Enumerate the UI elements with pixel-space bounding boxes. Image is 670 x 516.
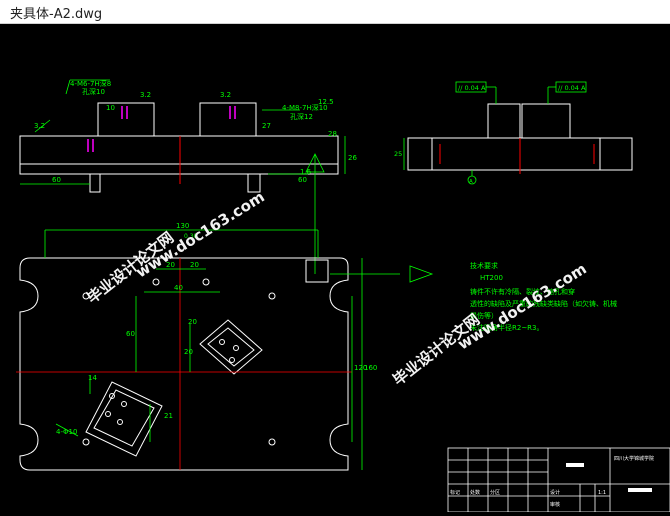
dim-text-26: 26 — [348, 154, 357, 162]
side-boss-right — [521, 103, 571, 139]
dim-text-hole-callout-right: 4-M8-7H深10 — [282, 103, 328, 112]
arrow-up — [305, 153, 325, 173]
slot-lower-left — [85, 381, 163, 457]
watermark-2: www.doc163.com — [133, 188, 268, 282]
plan-view — [19, 257, 349, 471]
tb-role1: 标记 — [450, 489, 460, 496]
front-dimensions — [20, 79, 346, 274]
tol-text-right: // 0.04 A — [558, 84, 586, 92]
dim-text-3-2-c: 3.2 — [220, 91, 231, 99]
hole-8 — [121, 401, 127, 407]
dim-text-21: 21 — [164, 412, 173, 420]
tech-notes: 技术要求 HT200 铸件不许有冷隔、裂纹、缩孔和穿 透性的缺陷及严重的残缺类缺… — [470, 261, 617, 332]
front-base-step-right — [247, 174, 261, 193]
hole-10 — [117, 419, 123, 425]
hole-6 — [268, 438, 276, 446]
dim-text-28: 28 — [328, 130, 337, 138]
tb-school: 四川大学锦城学院 — [614, 455, 654, 462]
hole-2 — [202, 278, 210, 286]
hole-5 — [82, 438, 90, 446]
plan-dim-texts: 130 0.30 20 20 40 60 20 20 14 21 120 160… — [56, 222, 377, 436]
dim-text-phi: 4-Φ10 — [56, 428, 77, 436]
front-view-base — [19, 135, 339, 175]
section-arrow — [409, 265, 434, 283]
dim-text-27: 27 — [262, 122, 271, 130]
plan-outline — [19, 257, 349, 471]
dim-text-40: 40 — [174, 284, 183, 292]
hole-12 — [233, 345, 239, 351]
window-title: 夹具体-A2.dwg — [10, 7, 103, 22]
window-titlebar: 夹具体-A2.dwg — [0, 0, 670, 24]
notes-material: HT200 — [480, 274, 503, 282]
front-dim-texts: 4-M6-7H深8 孔深10 10 3.2 3.2 3.2 60 26 4-M8… — [34, 79, 357, 184]
notes-line3: 损伤等） — [470, 311, 498, 320]
hole-1 — [152, 278, 160, 286]
tb-role4: 设计 — [550, 489, 560, 496]
datum-circle — [467, 175, 477, 185]
plan-dimensions — [44, 229, 434, 470]
tol-text-left: // 0.04 A — [458, 84, 486, 92]
notes-line2: 透性的缺陷及严重的残缺类缺陷（如欠铸、机械 — [470, 299, 617, 308]
plan-small-square — [305, 259, 329, 283]
dim-text-20-c: 20 — [188, 318, 197, 326]
right-boss — [199, 102, 257, 137]
dim-text-20-d: 20 — [184, 348, 193, 356]
dim-text-60-v: 60 — [126, 330, 135, 338]
dim-text-20-a: 20 — [166, 261, 175, 269]
notes-line4: 未注圆角半径R2~R3。 — [470, 323, 544, 332]
notes-heading: 技术要求 — [470, 261, 498, 270]
tb-scale: 1:1 — [598, 490, 606, 496]
hole-9 — [105, 411, 111, 417]
title-block-fills — [566, 463, 652, 492]
tb-part-name-block — [628, 488, 652, 492]
dim-text-1-6: 1.6 — [300, 168, 312, 176]
dim-text-0-30: 0.30 — [184, 233, 198, 240]
dim-text-130: 130 — [176, 222, 189, 230]
dim-text-3-2-a: 3.2 — [34, 122, 45, 130]
left-boss — [97, 102, 155, 137]
tb-role2: 处数 — [470, 489, 480, 496]
front-view — [19, 102, 339, 193]
dim-text-20-b: 20 — [190, 261, 199, 269]
dim-text-hole-sub-right: 孔深12 — [290, 112, 313, 121]
dim-text-120: 120 — [354, 364, 367, 372]
cad-drawing-canvas[interactable]: 4-M6-7H深8 孔深10 10 3.2 3.2 3.2 60 26 4-M8… — [0, 24, 670, 513]
title-block-texts: 四川大学锦城学院 1:1 标记 处数 分区 设计 审核 — [450, 455, 654, 508]
notes-line1: 铸件不许有冷隔、裂纹、缩孔和穿 — [470, 287, 575, 296]
dim-text-60-left: 60 — [52, 176, 61, 184]
cad-drawing[interactable]: 4-M6-7H深8 孔深10 10 3.2 3.2 3.2 60 26 4-M8… — [0, 24, 670, 513]
front-base-step — [89, 174, 101, 193]
tb-role3: 分区 — [490, 489, 500, 496]
dim-text-10: 10 — [106, 104, 115, 112]
tb-drawing-name-block — [566, 463, 584, 467]
slot-center — [199, 319, 263, 375]
dim-text-25: 25 — [394, 150, 402, 158]
slot-lower-left-inner — [93, 389, 155, 447]
slot-center-inner — [207, 327, 255, 367]
side-boss-left — [487, 103, 521, 139]
side-dimensions — [403, 81, 587, 185]
leader-roughness-1 — [34, 119, 51, 133]
hole-11 — [219, 339, 225, 345]
hole-3 — [82, 292, 90, 300]
leader-1b — [65, 79, 71, 95]
dim-text-12-5: 12.5 — [318, 98, 334, 106]
hole-13 — [229, 357, 235, 363]
dim-text-3-2-b: 3.2 — [140, 91, 151, 99]
plan-holes — [82, 278, 276, 446]
dim-text-hole-callout: 4-M6-7H深8 — [70, 79, 111, 88]
hole-7 — [109, 393, 115, 399]
dim-text-14: 14 — [88, 374, 97, 382]
dim-text-60-mid: 60 — [298, 176, 307, 184]
phi-leader — [55, 423, 79, 437]
hole-4 — [268, 292, 276, 300]
dim-text-hole-sub: 孔深10 — [82, 87, 105, 96]
front-view-holes — [87, 106, 236, 152]
tb-role5: 审核 — [550, 501, 560, 508]
datum-label: A — [469, 179, 473, 185]
side-center-lines — [439, 138, 595, 174]
side-texts: // 0.04 A // 0.04 A A 25 — [394, 84, 586, 185]
plan-center-lines — [16, 258, 352, 470]
dim-text-160: 160 — [364, 364, 377, 372]
